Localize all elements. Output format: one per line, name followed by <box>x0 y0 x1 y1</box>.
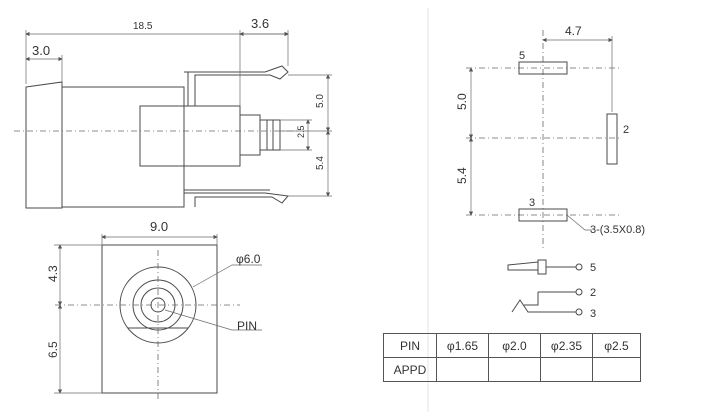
table-cell: φ1.65 <box>436 333 489 358</box>
slot-note-label: 3-(3.5X0.8) <box>590 224 645 236</box>
pad-5-label: 5 <box>519 50 525 62</box>
table-cell <box>488 357 541 382</box>
pcb-dim-lower-label: 5.4 <box>455 167 469 184</box>
dim-right-label: 3.6 <box>251 16 269 31</box>
diameter-label: φ6.0 <box>236 252 261 266</box>
table-cell <box>540 357 593 382</box>
pad-5 <box>518 61 568 75</box>
pin-label: PIN <box>237 319 257 333</box>
table-header-appd: APPD <box>383 357 437 382</box>
table-cell <box>436 357 489 382</box>
table-cell: φ2.0 <box>488 333 541 358</box>
pcb-layout: 4.7 5.0 5.4 5 2 3 3-(3.5X0.8) <box>455 24 645 250</box>
pin-2-terminal <box>575 288 583 296</box>
dim-top-label: 4.3 <box>46 265 60 282</box>
dim-center-label: 2.5 <box>296 125 306 138</box>
table-cell: φ2.35 <box>540 333 593 358</box>
dim-total-label: 18.5 <box>133 21 153 32</box>
pin-table: PIN φ1.65 φ2.0 φ2.35 φ2.5 APPD <box>383 333 641 382</box>
table-header-pin: PIN <box>383 333 437 358</box>
table-cell: φ2.5 <box>592 333 641 358</box>
dim-bottom-label: 6.5 <box>46 341 60 358</box>
schem-pin-2-label: 2 <box>590 287 596 299</box>
table-row: APPD <box>383 357 641 382</box>
pad-2-label: 2 <box>623 124 629 136</box>
side-view: 18.5 3.0 3.6 5.0 2.5 5.4 <box>14 16 332 209</box>
schematic-symbol: 5 2 3 <box>507 259 596 320</box>
dim-lower-label: 5.4 <box>315 156 326 170</box>
dim-left-label: 3.0 <box>32 43 50 58</box>
pcb-dim-upper-label: 5.0 <box>455 93 469 110</box>
pin-3-terminal <box>575 308 583 316</box>
table-cell <box>592 357 641 382</box>
pad-3-label: 3 <box>529 197 535 209</box>
schem-pin-3-label: 3 <box>590 308 596 320</box>
dim-width-label: 9.0 <box>150 219 168 234</box>
pad-2 <box>606 113 618 165</box>
schem-pin-5-label: 5 <box>590 262 596 274</box>
table-row: PIN φ1.65 φ2.0 φ2.35 φ2.5 <box>383 333 641 358</box>
pin-5-terminal <box>575 263 583 271</box>
dim-offset-label: 4.7 <box>565 24 582 38</box>
dim-upper-label: 5.0 <box>315 94 326 108</box>
front-view: 9.0 4.3 6.5 φ6.0 PIN <box>46 219 262 400</box>
